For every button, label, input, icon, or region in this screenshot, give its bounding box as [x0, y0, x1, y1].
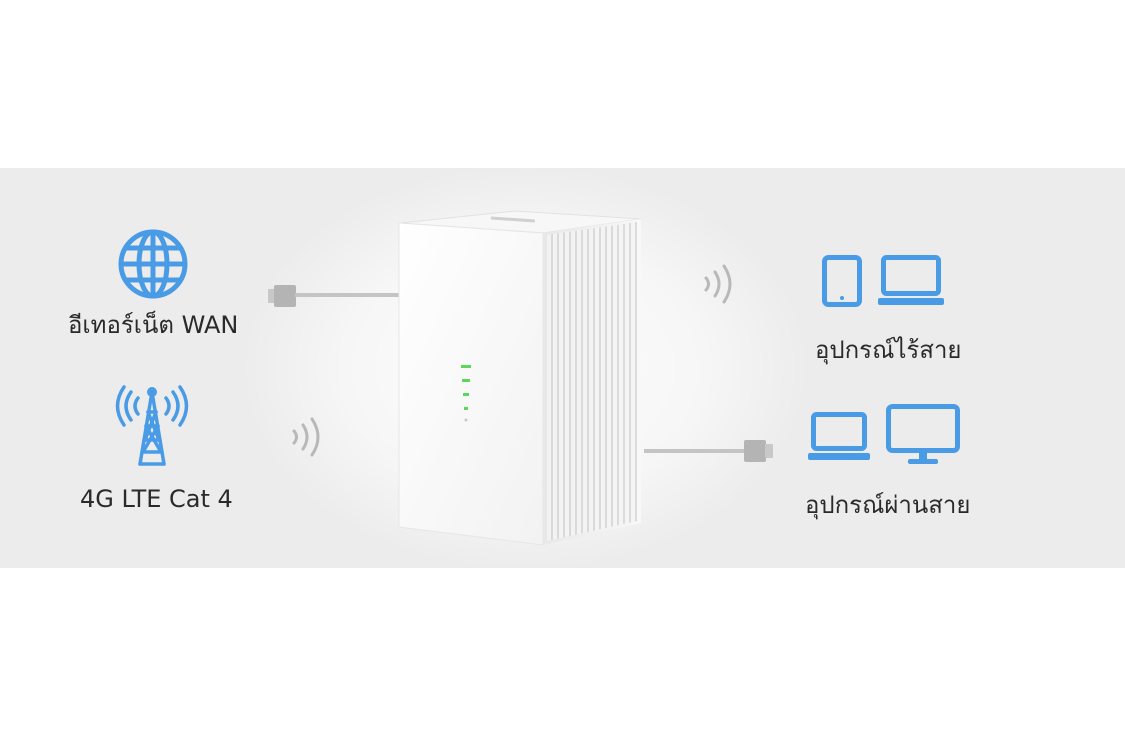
globe-icon	[118, 229, 188, 299]
wifi-waves-icon	[292, 417, 320, 457]
cell-tower-icon	[115, 385, 189, 466]
ethernet-plug-icon	[644, 440, 773, 462]
wireless-devices-label: อุปกรณ์ไร้สาย	[815, 336, 962, 364]
ethernet-plug-icon	[268, 285, 400, 307]
lte-label: 4G LTE Cat 4	[80, 485, 233, 513]
wan-label: อีเทอร์เน็ต WAN	[68, 311, 239, 339]
laptop-icon	[878, 255, 944, 305]
tablet-icon	[822, 255, 862, 307]
router-device	[398, 210, 642, 546]
desktop-monitor-icon	[886, 404, 960, 464]
wifi-waves-icon	[704, 264, 732, 304]
laptop-icon	[808, 412, 870, 460]
wired-devices-label: อุปกรณ์ผ่านสาย	[805, 491, 971, 519]
